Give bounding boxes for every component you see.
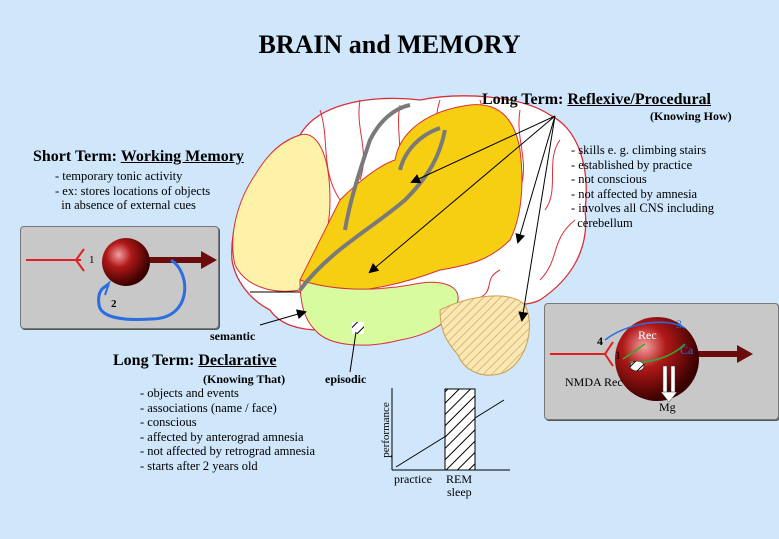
list-item: cerebellum bbox=[571, 215, 633, 230]
list-item: in absence of external cues bbox=[55, 198, 196, 213]
declarative-subtitle: (Knowing That) bbox=[203, 372, 286, 386]
page-title: BRAIN and MEMORY bbox=[258, 30, 521, 59]
rec-label: Rec bbox=[638, 328, 657, 342]
episodic-label: episodic bbox=[325, 372, 367, 386]
chart-rem-label: REM bbox=[446, 472, 473, 486]
semantic-label: semantic bbox=[210, 329, 256, 343]
chart-ylabel: performance bbox=[380, 402, 392, 458]
list-item: - skills e. g. climbing stairs bbox=[571, 143, 707, 157]
list-item: - not affected by amnesia bbox=[571, 186, 698, 201]
list-item: - starts after 2 years old bbox=[140, 458, 258, 473]
central-sulcus bbox=[298, 103, 447, 292]
procedural-arrows bbox=[368, 115, 556, 322]
chart-sleep-label: sleep bbox=[447, 485, 472, 499]
list-item: - not affected by retrograd amnesia bbox=[140, 444, 316, 459]
list-item: - involves all CNS including bbox=[571, 201, 715, 216]
nmda-panel: Rec 3 Ca 4 1 NMDA Rec Mg bbox=[544, 303, 779, 420]
mg-label: Mg bbox=[659, 400, 676, 414]
procedural-subtitle: (Knowing How) bbox=[650, 109, 732, 123]
loop-label-1: 1 bbox=[89, 254, 95, 266]
list-item: - conscious bbox=[140, 415, 197, 430]
declarative-list: - objects and events - associations (nam… bbox=[140, 386, 315, 474]
list-item: - temporary tonic activity bbox=[55, 169, 183, 183]
step-3-label: 3 bbox=[676, 317, 682, 331]
semantic-pointer bbox=[259, 309, 307, 326]
list-item: - not conscious bbox=[571, 172, 647, 187]
list-item: - ex: stores locations of objects bbox=[55, 183, 211, 198]
list-item: - established by practice bbox=[571, 157, 693, 172]
cerebellum bbox=[439, 295, 530, 376]
ca-label: Ca bbox=[680, 343, 694, 357]
short-term-list: - temporary tonic activity - ex: stores … bbox=[55, 169, 210, 213]
working-memory-panel: 1 2 bbox=[20, 226, 219, 329]
procedural-heading: Long Term: Reflexive/Procedural bbox=[482, 91, 711, 108]
loop-label-2: 2 bbox=[111, 298, 117, 310]
procedural-list: - skills e. g. climbing stairs - establi… bbox=[571, 143, 714, 231]
temporal-region bbox=[299, 279, 459, 346]
rem-bar bbox=[444, 388, 476, 471]
chart-practice-label: practice bbox=[394, 472, 432, 486]
list-item: - associations (name / face) bbox=[140, 400, 277, 415]
episodic-mark bbox=[352, 322, 364, 334]
declarative-heading: Long Term: Declarative bbox=[113, 352, 277, 369]
step-1-label: 1 bbox=[615, 348, 621, 362]
nmda-diagram bbox=[550, 317, 753, 403]
step-4-label: 4 bbox=[597, 334, 603, 348]
episodic-pointer bbox=[349, 331, 357, 373]
nmda-rec-label: NMDA Rec bbox=[565, 375, 623, 389]
list-item: - objects and events bbox=[140, 386, 239, 400]
neuron-loop-diagram bbox=[26, 238, 217, 321]
performance-chart bbox=[391, 388, 510, 471]
frontal-region bbox=[232, 133, 331, 292]
short-term-heading: Short Term: Working Memory bbox=[33, 148, 244, 165]
list-item: - affected by anterograd amnesia bbox=[140, 429, 304, 444]
